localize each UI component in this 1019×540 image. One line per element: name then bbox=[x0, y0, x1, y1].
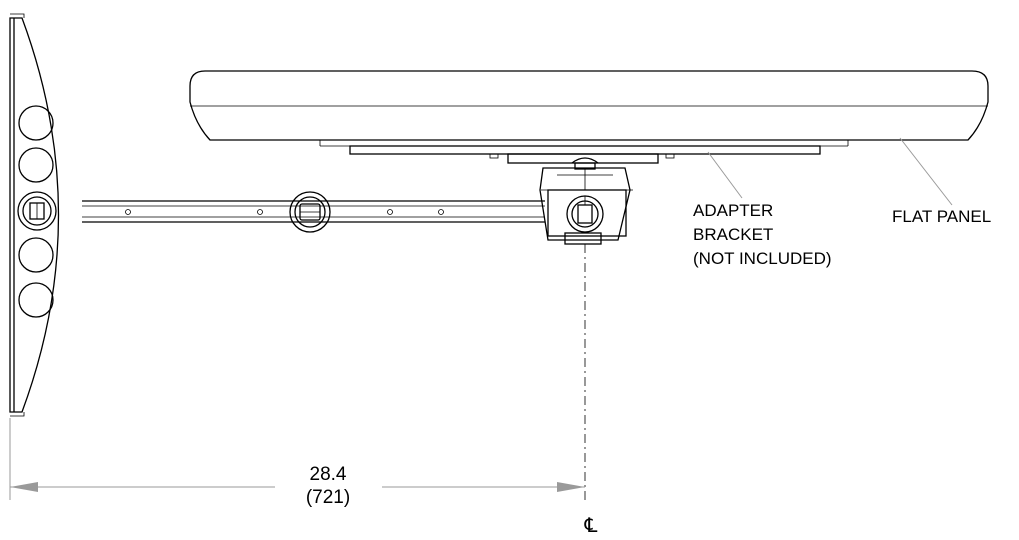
extension-arm bbox=[82, 191, 545, 233]
adapter-bracket-label: ADAPTER BRACKET (NOT INCLUDED) bbox=[693, 201, 832, 268]
dimension-metric: (721) bbox=[306, 487, 350, 508]
dimension-line bbox=[9, 418, 585, 500]
flat-panel-label: FLAT PANEL bbox=[892, 207, 991, 226]
dimension-value: 28.4 bbox=[310, 464, 347, 485]
tilt-head bbox=[539, 157, 633, 245]
adapter-bracket-label-line-2: BRACKET bbox=[693, 225, 773, 244]
adapter-bracket-label-line-1: ADAPTER bbox=[693, 201, 773, 220]
arm-elbow-joint bbox=[289, 191, 331, 233]
wall-plate bbox=[9, 13, 60, 417]
adapter-bracket-label-line-3: (NOT INCLUDED) bbox=[693, 249, 832, 268]
centerline-symbol: ℄ bbox=[584, 515, 598, 537]
flat-panel bbox=[189, 70, 989, 206]
wall-plate-pivot-knob bbox=[17, 191, 57, 231]
wall-plate-knockout-holes bbox=[18, 105, 54, 318]
